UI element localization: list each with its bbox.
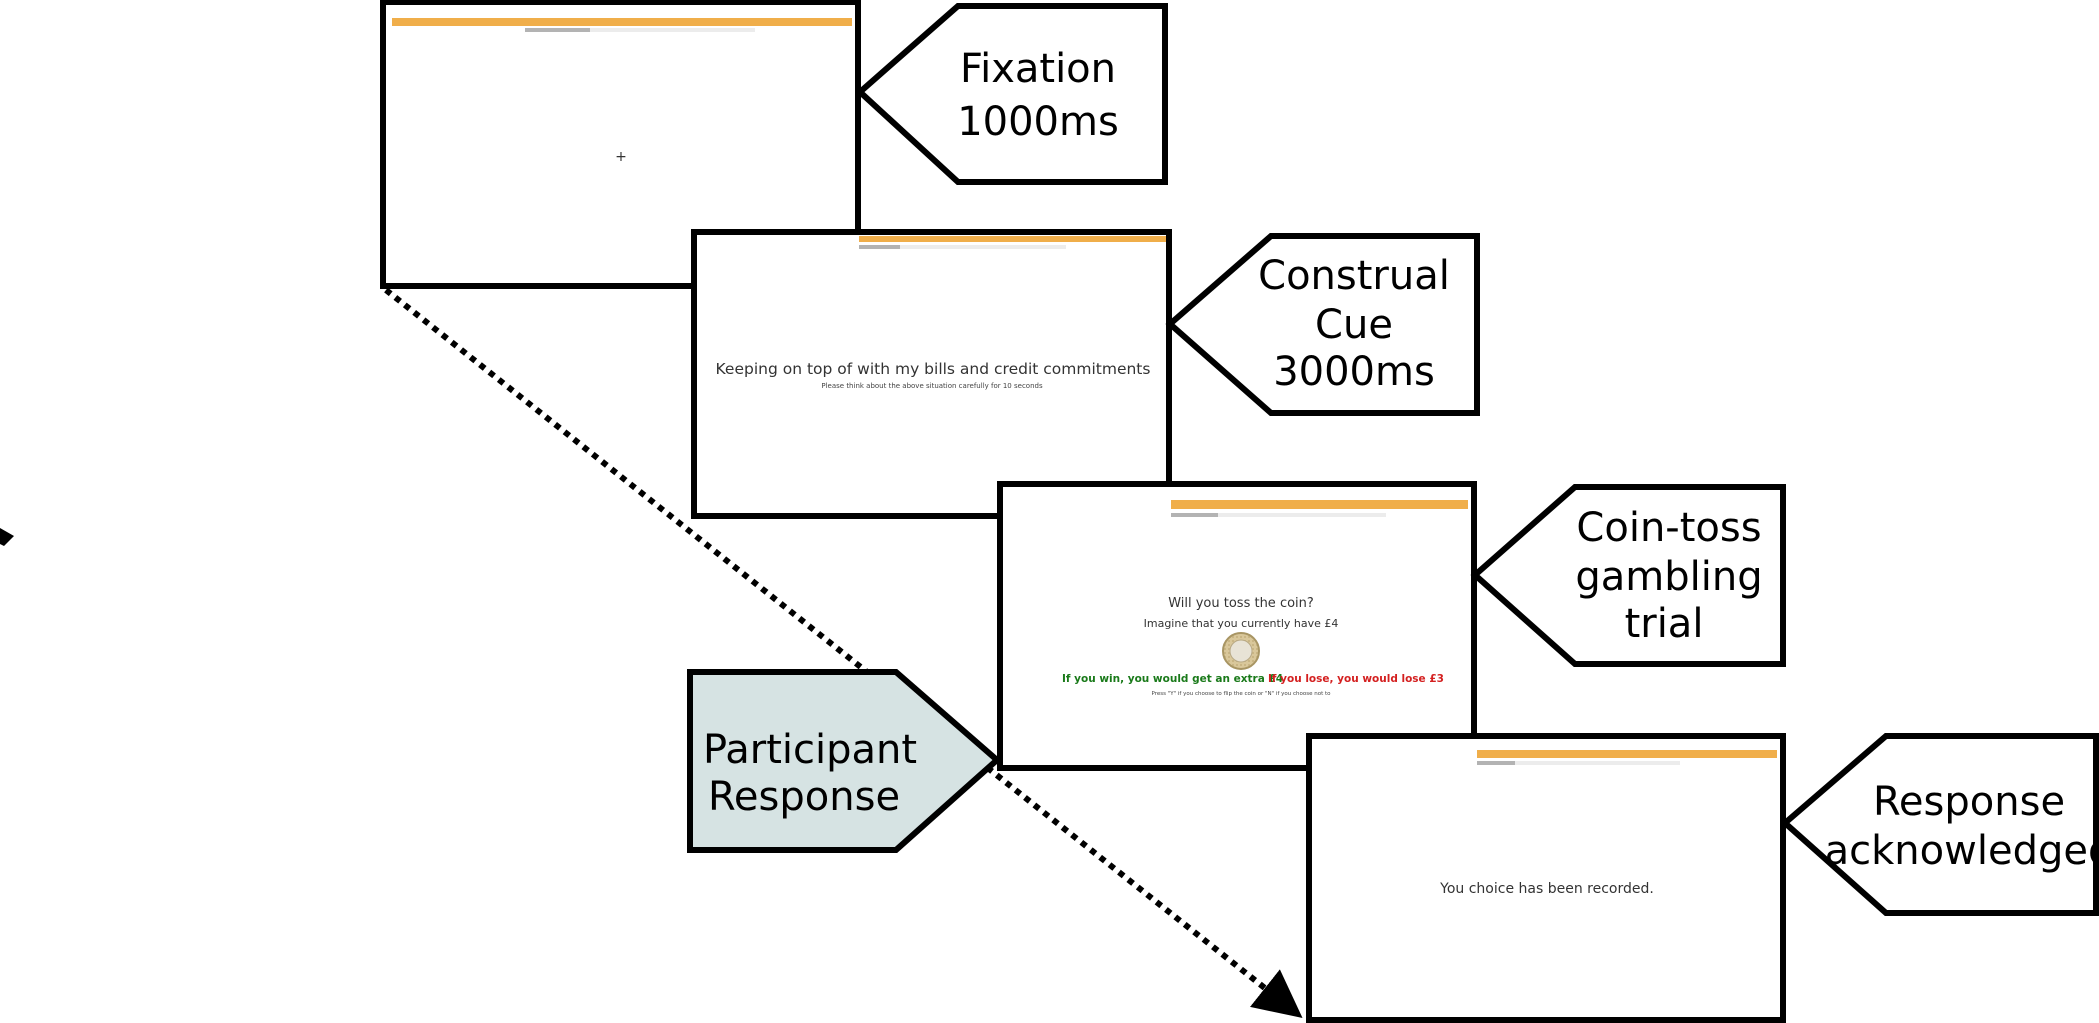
callout-ack-line1: Response [1873, 779, 2065, 825]
lose-outcome-text: If you lose, you would lose £3 [1268, 673, 1444, 685]
progress-track [1171, 513, 1386, 517]
callout-fixation-line2: 1000ms [957, 99, 1119, 145]
callout-participant-response: Participant Response [687, 669, 1002, 853]
screen-header-bar [859, 236, 1166, 242]
callout-cue-line2: Cue [1315, 302, 1393, 348]
progress-fill [1477, 761, 1515, 765]
callout-gamble: Coin-toss gambling trial [1470, 484, 1786, 667]
ack-screen: You choice has been recorded. [1306, 733, 1786, 1023]
callout-fixation-line1: Fixation [960, 46, 1116, 92]
progress-fill [1171, 513, 1218, 517]
key-instruction: Press "Y" if you choose to flip the coin… [1152, 691, 1332, 697]
callout-ack-line2: acknowledged [1825, 828, 2099, 874]
construal-statement: Keeping on top of with my bills and cred… [716, 360, 1151, 378]
progress-fill [525, 28, 590, 32]
screen-header-bar [1171, 500, 1468, 509]
gamble-question: Will you toss the coin? [1168, 596, 1314, 611]
screen-header-bar [1477, 750, 1777, 758]
gamble-screen: Will you toss the coin? Imagine that you… [997, 481, 1477, 771]
endowment-text: Imagine that you currently have £4 [1144, 617, 1339, 630]
left-edge-arrow-fragment [0, 528, 14, 546]
cue-instruction: Please think about the above situation c… [821, 382, 1043, 390]
progress-track [1477, 761, 1680, 765]
cue-screen: Keeping on top of with my bills and cred… [691, 229, 1172, 519]
screen-header-bar [392, 18, 852, 26]
callout-gamble-line3: trial [1625, 601, 1704, 647]
progress-track [859, 245, 1066, 249]
ack-message: You choice has been recorded. [1439, 881, 1654, 897]
callout-cue-line1: Construal [1258, 253, 1450, 299]
callout-cue-line3: 3000ms [1273, 349, 1435, 395]
fixation-cross: + [615, 149, 627, 165]
callout-response-line1: Participant [703, 727, 917, 773]
win-outcome-text: If you win, you would get an extra £4 [1062, 673, 1283, 685]
progress-fill [859, 245, 900, 249]
callout-gamble-line1: Coin-toss [1576, 505, 1761, 551]
coin-icon [1222, 632, 1260, 670]
callout-cue: Construal Cue 3000ms [1165, 233, 1480, 416]
callout-ack: Response acknowledged [1780, 733, 2099, 916]
callout-gamble-line2: gambling [1575, 554, 1762, 600]
callout-response-line2: Response [708, 774, 900, 820]
timeline-arrow [384, 287, 1303, 1018]
progress-track [525, 28, 755, 32]
callout-fixation: Fixation 1000ms [855, 2, 1168, 185]
